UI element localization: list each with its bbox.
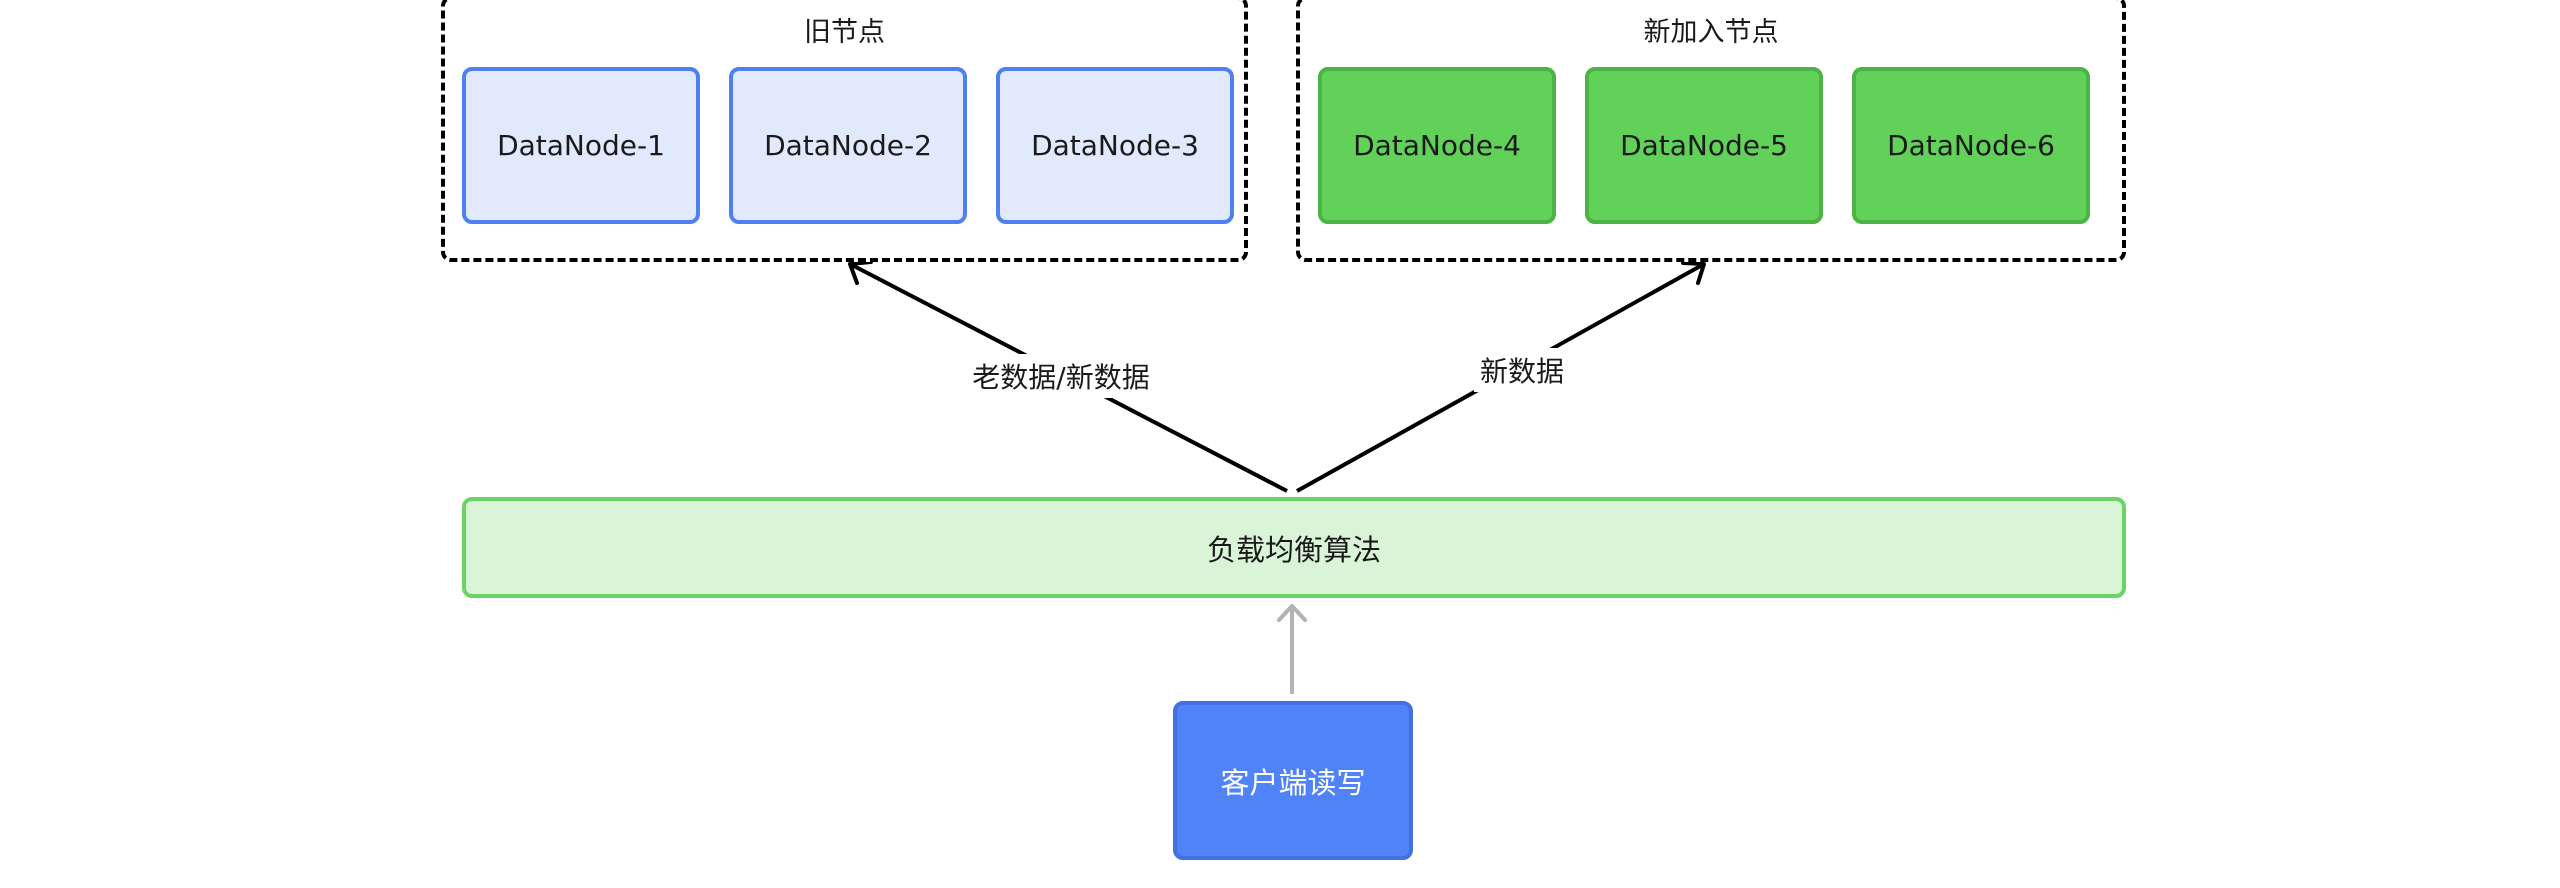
datanode-2: DataNode-2 xyxy=(729,67,967,224)
datanode-1: DataNode-1 xyxy=(462,67,700,224)
datanode-3: DataNode-3 xyxy=(996,67,1234,224)
datanode-5: DataNode-5 xyxy=(1585,67,1823,224)
old-nodes-group-title: 旧节点 xyxy=(804,17,885,48)
load-balancer-box: 负载均衡算法 xyxy=(462,497,2126,598)
client-read-write-box: 客户端读写 xyxy=(1173,701,1413,860)
client-to-balancer-arrowhead xyxy=(1277,604,1307,622)
balancer-to-new-arrowhead xyxy=(1681,261,1706,285)
datanode-4: DataNode-4 xyxy=(1318,67,1556,224)
edge-label-old-new-data: 老数据/新数据 xyxy=(966,354,1156,398)
balancer-to-old-arrowhead xyxy=(848,260,873,285)
new-nodes-group-title: 新加入节点 xyxy=(1643,17,1779,48)
edge-label-new-data: 新数据 xyxy=(1473,348,1571,392)
datanode-6: DataNode-6 xyxy=(1852,67,2090,224)
